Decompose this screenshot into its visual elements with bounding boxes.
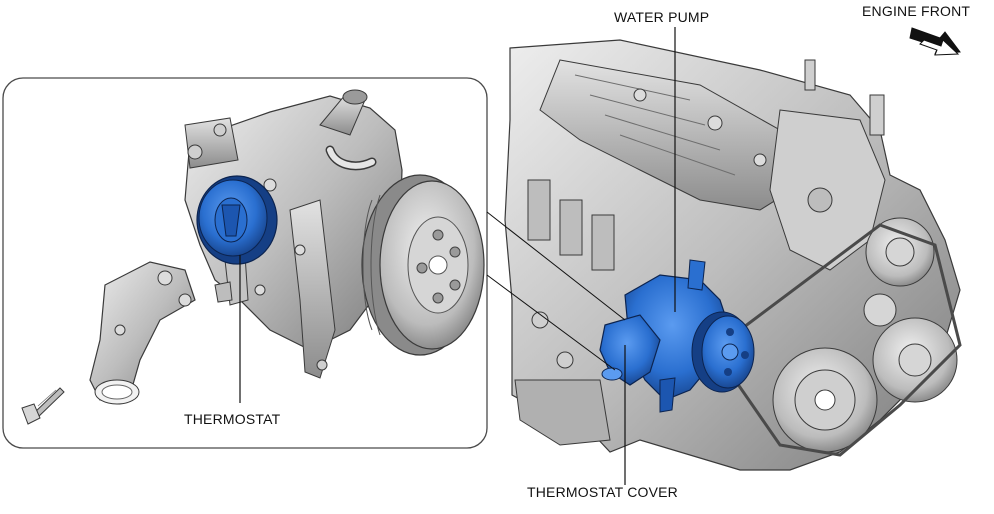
- callout-line-lower: [486, 274, 616, 371]
- thermostat-cover-label: THERMOSTAT COVER: [527, 484, 678, 500]
- detail-inset: [2, 77, 488, 449]
- thermostat-part: [196, 175, 278, 265]
- water-pump-pulley-detail: [361, 174, 485, 356]
- bolt-detail: [21, 387, 65, 425]
- engine-front-arrow-icon: [909, 27, 961, 56]
- engine-assembly: [504, 39, 962, 471]
- callout-line-upper: [486, 211, 626, 321]
- thermostat-cover-highlight: [599, 314, 661, 386]
- water-pump-body-detail: [184, 89, 403, 379]
- thermostat-label: THERMOSTAT: [184, 411, 281, 427]
- thermostat-cover-detail: [89, 261, 233, 405]
- engine-front-label: ENGINE FRONT: [862, 3, 971, 19]
- water-pump-highlight: [624, 259, 755, 413]
- water-pump-label: WATER PUMP: [614, 9, 710, 25]
